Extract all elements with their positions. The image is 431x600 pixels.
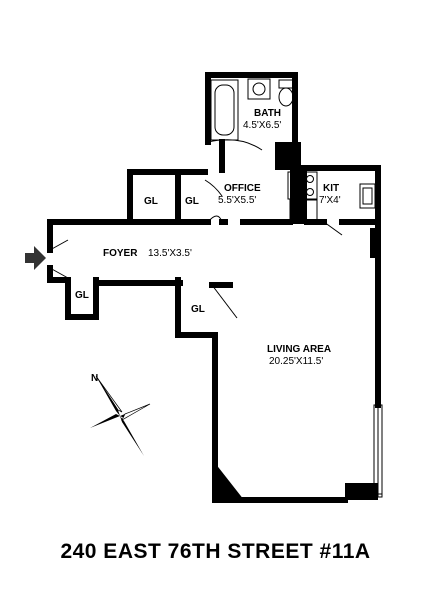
office-label: OFFICE xyxy=(224,183,261,194)
closet-label: GL xyxy=(75,290,89,301)
bath-dims: 4.5'X6.5' xyxy=(243,120,281,131)
foyer-label: FOYER xyxy=(103,248,138,259)
bath-fixtures xyxy=(247,78,294,107)
bath-label: BATH xyxy=(254,108,281,119)
living-label: LIVING AREA xyxy=(267,344,331,355)
office-dims: 5.5'X5.5' xyxy=(218,195,256,206)
closet-label: GL xyxy=(144,196,158,207)
closet-label: GL xyxy=(185,196,199,207)
entry-arrow-icon xyxy=(25,246,46,270)
kit-dims: 7'X4' xyxy=(319,195,341,206)
foyer-dims: 13.5'X3.5' xyxy=(148,248,192,259)
compass-icon xyxy=(90,375,151,456)
bathtub xyxy=(210,79,239,141)
kit-label: KIT xyxy=(323,183,339,194)
closet-label: GL xyxy=(191,304,205,315)
living-dims: 20.25'X11.5' xyxy=(269,356,323,367)
window xyxy=(345,404,383,498)
compass-north-label: N xyxy=(91,373,98,384)
kitchen-fixtures xyxy=(287,171,376,221)
wall-fills xyxy=(215,142,381,500)
address-title: 240 EAST 76TH STREET #11A xyxy=(60,540,371,563)
